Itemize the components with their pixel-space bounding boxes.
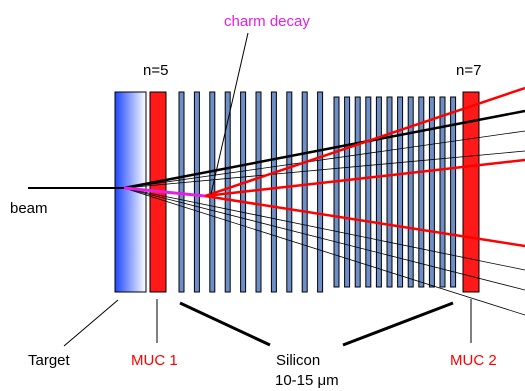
silicon-plane [255, 91, 262, 293]
silicon-plane [270, 91, 277, 293]
silicon-pointer-right [342, 301, 454, 347]
silicon-pointer-left [179, 301, 271, 347]
n-left-label: n=5 [143, 62, 168, 79]
track-thin-5 [123, 187, 525, 316]
silicon-plane [397, 96, 404, 288]
pointer-lines [63, 32, 472, 347]
muc2-label: MUC 2 [450, 352, 497, 369]
charm-track [123, 186, 206, 198]
red-track-2 [204, 158, 525, 198]
track-thin-3 [123, 187, 525, 271]
target-block [114, 91, 147, 293]
silicon-plane [418, 96, 425, 288]
beam-label: beam [10, 200, 48, 217]
silicon-plane [365, 96, 372, 288]
track-thin-2 [123, 150, 525, 189]
target-label: Target [28, 352, 71, 369]
silicon-plane [333, 96, 340, 288]
silicon-plane [450, 96, 457, 288]
silicon-plane [344, 96, 351, 288]
red-tracks [204, 86, 525, 248]
silicon-plane [386, 96, 393, 288]
red-track-1 [204, 86, 525, 198]
silicon-plane [439, 96, 446, 288]
silicon-thickness-label: 10-15 μm [275, 372, 339, 389]
charm-decay-label: charm decay [224, 13, 310, 30]
silicon-plane [375, 96, 382, 288]
silicon-plane [354, 96, 361, 288]
track-thin-1 [123, 130, 525, 189]
silicon-pointers [179, 301, 454, 347]
target-pointer [63, 299, 119, 347]
n-right-label: n=7 [456, 62, 481, 79]
muc2-block [462, 91, 480, 293]
charm-pointer [210, 32, 249, 195]
silicon-label: Silicon [276, 352, 320, 369]
silicon-plane [301, 91, 308, 293]
red-track-3 [204, 194, 525, 248]
silicon-plane [317, 91, 324, 293]
muc1-label: MUC 1 [131, 352, 178, 369]
silicon-plane [193, 91, 200, 293]
silicon-plane [428, 96, 435, 288]
silicon-plane [407, 96, 414, 288]
track-heavy [123, 109, 525, 190]
track-thin-4 [123, 187, 525, 291]
black-tracks [123, 109, 525, 316]
silicon-plane [286, 91, 293, 293]
